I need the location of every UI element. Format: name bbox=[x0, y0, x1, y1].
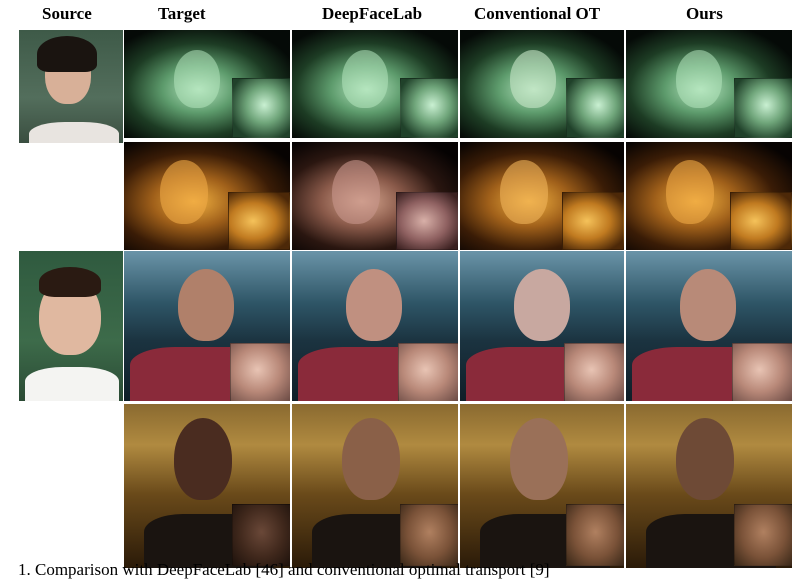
deepfacelab-inset bbox=[400, 504, 458, 566]
conventional-ot-row3 bbox=[460, 251, 624, 401]
target-face bbox=[174, 50, 220, 108]
conventional-ot-inset bbox=[564, 343, 624, 401]
target-row3 bbox=[124, 251, 290, 401]
ours-face bbox=[680, 269, 736, 341]
ours-row4 bbox=[626, 404, 792, 568]
target-row1 bbox=[124, 30, 290, 138]
source-hair bbox=[37, 36, 97, 72]
deepfacelab-row4 bbox=[292, 404, 458, 568]
deepfacelab-row2 bbox=[292, 142, 458, 250]
source-image-woman bbox=[19, 30, 123, 143]
deepfacelab-inset bbox=[398, 343, 458, 401]
header-source: Source bbox=[42, 4, 92, 23]
target-face bbox=[160, 160, 208, 224]
conventional-ot-row2 bbox=[460, 142, 624, 250]
ours-row1 bbox=[626, 30, 792, 138]
header-target: Target bbox=[158, 4, 206, 23]
conventional-ot-inset bbox=[562, 192, 624, 250]
source-shirt bbox=[25, 367, 119, 401]
ours-face bbox=[676, 418, 734, 500]
deepfacelab-row1 bbox=[292, 30, 458, 138]
target-face bbox=[178, 269, 234, 341]
conventional-ot-inset bbox=[566, 78, 624, 138]
target-inset bbox=[230, 343, 290, 401]
deepfacelab-inset bbox=[396, 192, 458, 250]
ours-face bbox=[666, 160, 714, 224]
conventional-ot-row1 bbox=[460, 30, 624, 138]
target-inset bbox=[232, 78, 290, 138]
ours-inset bbox=[734, 504, 792, 566]
deepfacelab-face bbox=[342, 50, 388, 108]
source-hair bbox=[39, 267, 101, 297]
ours-row3 bbox=[626, 251, 792, 401]
conventional-ot-inset bbox=[566, 504, 624, 566]
header-ours: Ours bbox=[686, 4, 723, 23]
conventional-ot-face bbox=[500, 160, 548, 224]
conventional-ot-face bbox=[510, 418, 568, 500]
ours-face bbox=[676, 50, 722, 108]
conventional-ot-face bbox=[514, 269, 570, 341]
deepfacelab-row3 bbox=[292, 251, 458, 401]
deepfacelab-inset bbox=[400, 78, 458, 138]
target-inset bbox=[228, 192, 290, 250]
deepfacelab-face bbox=[346, 269, 402, 341]
target-inset bbox=[232, 504, 290, 566]
ours-inset bbox=[730, 192, 792, 250]
figure-caption: 1. Comparison with DeepFaceLab [46] and … bbox=[18, 560, 550, 579]
header-conventional-ot: Conventional OT bbox=[474, 4, 601, 23]
ours-inset bbox=[732, 343, 792, 401]
header-deepfacelab: DeepFaceLab bbox=[322, 4, 423, 23]
deepfacelab-face bbox=[342, 418, 400, 500]
source-shoulders bbox=[29, 122, 119, 143]
target-row2 bbox=[124, 142, 290, 250]
ours-inset bbox=[734, 78, 792, 138]
source-image-man bbox=[19, 251, 123, 401]
deepfacelab-face bbox=[332, 160, 380, 224]
conventional-ot-face bbox=[510, 50, 556, 108]
target-row4 bbox=[124, 404, 290, 568]
ours-row2 bbox=[626, 142, 792, 250]
conventional-ot-row4 bbox=[460, 404, 624, 568]
target-face bbox=[174, 418, 232, 500]
